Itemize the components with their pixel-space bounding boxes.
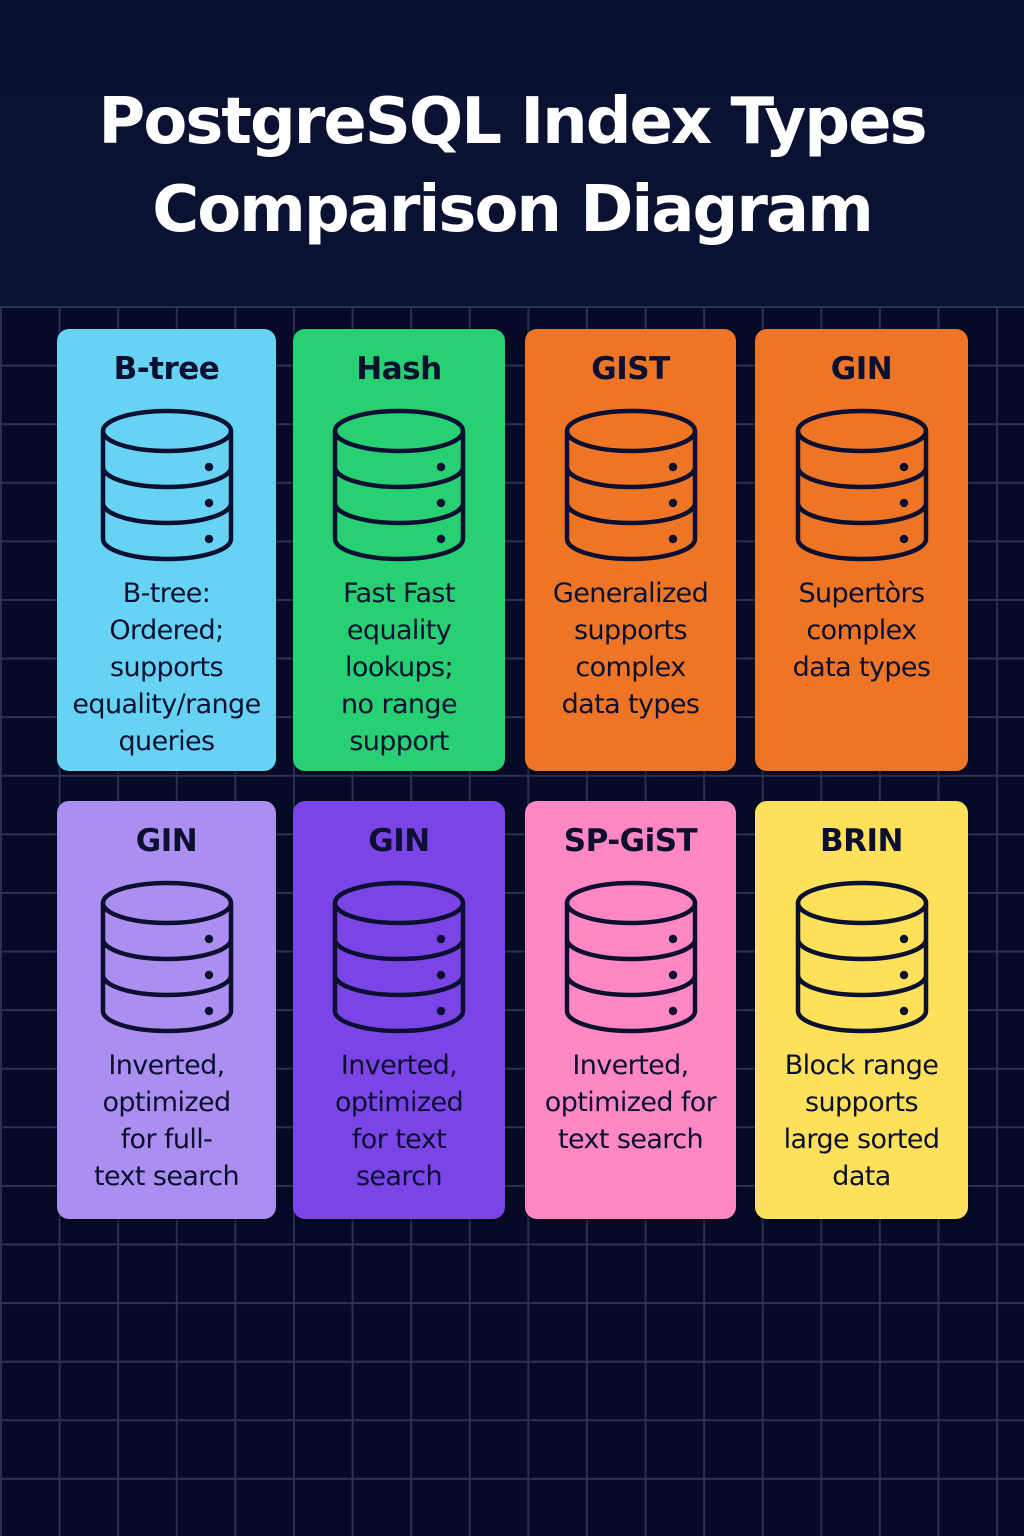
database-icon	[795, 408, 928, 562]
card-gist: GIST Generalized supports complex data t…	[525, 329, 736, 771]
card-gin-lavender: GIN Inverted, optimized for full- text s…	[57, 801, 276, 1219]
card-title: GIN	[368, 823, 430, 859]
database-icon	[564, 408, 697, 562]
header-band: PostgreSQL Index Types Comparison Diagra…	[0, 0, 1024, 306]
card-title: GIN	[135, 823, 198, 859]
title-line-1: PostgreSQL Index Types	[98, 85, 927, 159]
card-btree: B-tree B-tree: Ordered; supports equalit…	[57, 329, 276, 771]
card-title: SP-GiST	[563, 823, 698, 859]
card-title: GIN	[830, 351, 893, 387]
database-icon	[332, 880, 466, 1034]
card-title: B-tree	[113, 351, 220, 387]
card-description: Inverted, optimized for full- text searc…	[94, 1050, 240, 1192]
database-icon	[100, 880, 233, 1034]
card-description: B-tree: Ordered; supports equality/range…	[72, 578, 261, 757]
card-spgist: SP-GiST Inverted, optimized for text sea…	[525, 801, 736, 1219]
card-description: Generalized supports complex data types	[552, 578, 709, 720]
card-description: Block range supports large sorted data	[783, 1050, 940, 1192]
database-icon	[564, 880, 697, 1034]
card-description: Supertòrs complex data types	[792, 578, 931, 683]
card-title: GIST	[591, 351, 670, 387]
title-line-2: Comparison Diagram	[152, 173, 874, 247]
card-title: BRIN	[820, 823, 903, 859]
database-icon	[795, 880, 928, 1034]
card-description: Inverted, optimized for text search	[334, 1050, 464, 1192]
card-gin-purple: GIN Inverted, optimized for text search	[293, 801, 505, 1219]
card-description: Inverted, optimized for text search	[544, 1050, 717, 1155]
card-brin: BRIN Block range supports large sorted d…	[755, 801, 968, 1219]
database-icon	[100, 408, 233, 562]
card-title: Hash	[356, 351, 442, 387]
database-icon	[332, 408, 466, 562]
card-gin-orange: GIN Supertòrs complex data types	[755, 329, 968, 771]
card-hash: Hash Fast Fast equality lookups; no rang…	[293, 329, 505, 771]
card-description: Fast Fast equality lookups; no range sup…	[341, 578, 458, 757]
page-title: PostgreSQL Index Types Comparison Diagra…	[0, 78, 1024, 254]
